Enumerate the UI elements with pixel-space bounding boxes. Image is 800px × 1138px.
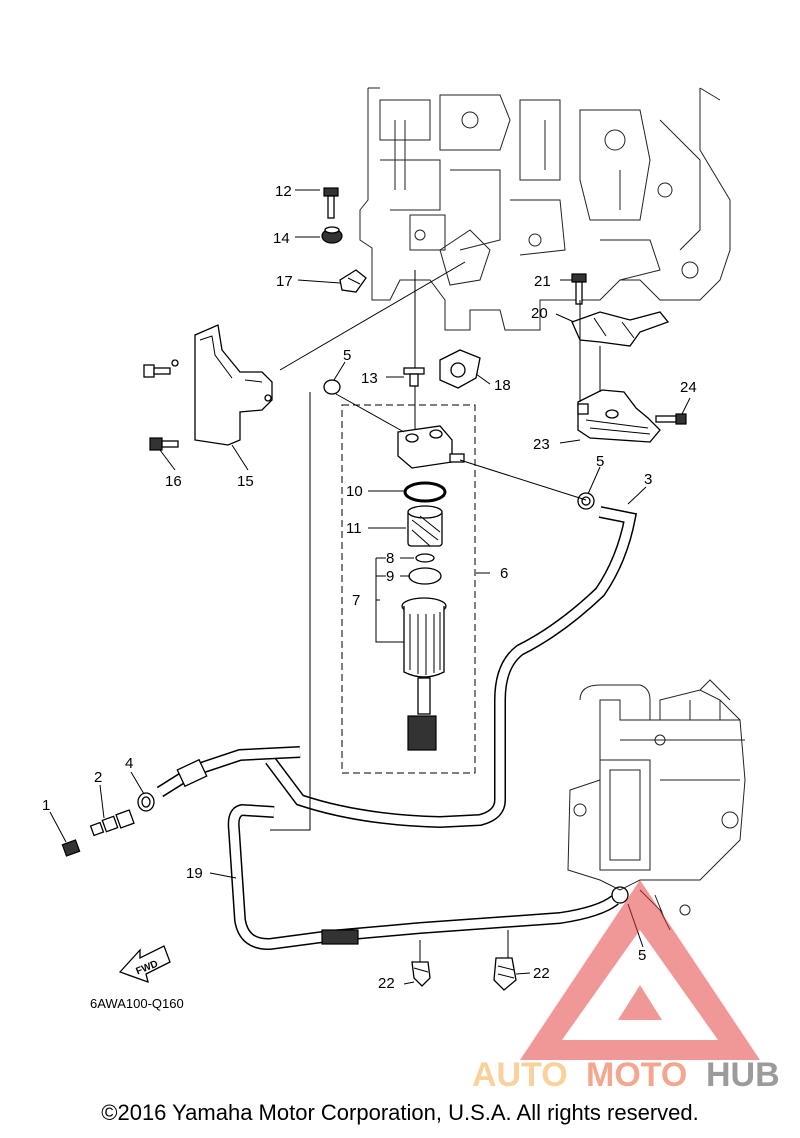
callout-5-top: 5 <box>343 347 351 364</box>
callout-3: 3 <box>644 471 652 488</box>
callout-22-right: 22 <box>533 965 550 982</box>
float-9 <box>408 567 442 585</box>
fuel-filter-assembly-box <box>341 404 476 774</box>
bracket-15 <box>194 324 273 446</box>
screw-24 <box>655 413 687 425</box>
screw-16 <box>149 437 179 451</box>
screw-left-upper <box>143 359 179 378</box>
holder-22-left <box>411 961 431 987</box>
o-ring-10 <box>403 481 447 503</box>
callout-21: 21 <box>534 273 551 290</box>
bolt-13 <box>403 367 425 387</box>
watermark-triangle-icon <box>520 880 760 1060</box>
callout-18: 18 <box>494 377 511 394</box>
callout-5-bottom: 5 <box>638 947 646 964</box>
callout-4: 4 <box>125 755 133 772</box>
clip-5-middle <box>577 492 595 510</box>
leader-lines <box>49 189 691 985</box>
watermark-auto: AUTO <box>472 1056 568 1094</box>
callout-5-middle: 5 <box>596 453 604 470</box>
filter-head <box>397 425 465 469</box>
clamp-17 <box>339 269 367 293</box>
bolt-12 <box>323 187 339 219</box>
callout-1: 1 <box>42 797 50 814</box>
clip-5-top <box>323 379 341 395</box>
callout-24: 24 <box>680 379 697 396</box>
hose-19 <box>227 803 619 950</box>
watermark-moto: MOTO <box>586 1056 687 1094</box>
callout-12: 12 <box>275 183 292 200</box>
callout-13: 13 <box>361 370 378 387</box>
bolt-21 <box>571 273 587 305</box>
hose-3 <box>265 506 638 829</box>
callout-numbers: 12 14 17 5 13 18 21 20 24 23 16 15 5 3 1… <box>42 183 697 992</box>
vapor-separator-drawing <box>567 679 746 931</box>
hose-top-left <box>156 746 301 798</box>
callout-22-left: 22 <box>378 975 395 992</box>
watermark-hub: HUB <box>706 1056 780 1094</box>
copyright-notice: ©2016 Yamaha Motor Corporation, U.S.A. A… <box>101 1100 699 1125</box>
callout-2: 2 <box>94 769 102 786</box>
callout-10: 10 <box>346 483 363 500</box>
holder-18 <box>439 349 481 389</box>
callout-17: 17 <box>276 273 293 290</box>
holder-22-right <box>493 957 517 991</box>
bracket-20 <box>571 311 670 347</box>
filter-cup-7 <box>401 597 447 751</box>
callout-7: 7 <box>352 592 360 609</box>
ring-8 <box>415 553 435 563</box>
callout-6: 6 <box>500 565 508 582</box>
fwd-arrow-icon: FWD <box>118 945 171 984</box>
clip-4 <box>137 792 155 812</box>
callout-14: 14 <box>273 230 290 247</box>
callout-8: 8 <box>386 550 394 567</box>
callout-20: 20 <box>531 305 548 322</box>
joint-2 <box>89 809 135 837</box>
callout-15: 15 <box>237 473 254 490</box>
diagram-code: 6AWA100-Q160 <box>90 996 184 1011</box>
watermark: AUTO MOTO HUB <box>472 880 780 1094</box>
callout-19: 19 <box>186 865 203 882</box>
callout-23: 23 <box>533 436 550 453</box>
sensor-23 <box>577 389 661 443</box>
clip-5-bottom <box>611 886 629 904</box>
element-11 <box>407 505 443 547</box>
callout-9: 9 <box>386 568 394 585</box>
callout-11: 11 <box>346 520 362 537</box>
joint-1 <box>61 839 81 857</box>
callout-16: 16 <box>165 473 182 490</box>
grommet-14 <box>321 226 343 244</box>
engine-block-drawing <box>359 87 731 331</box>
